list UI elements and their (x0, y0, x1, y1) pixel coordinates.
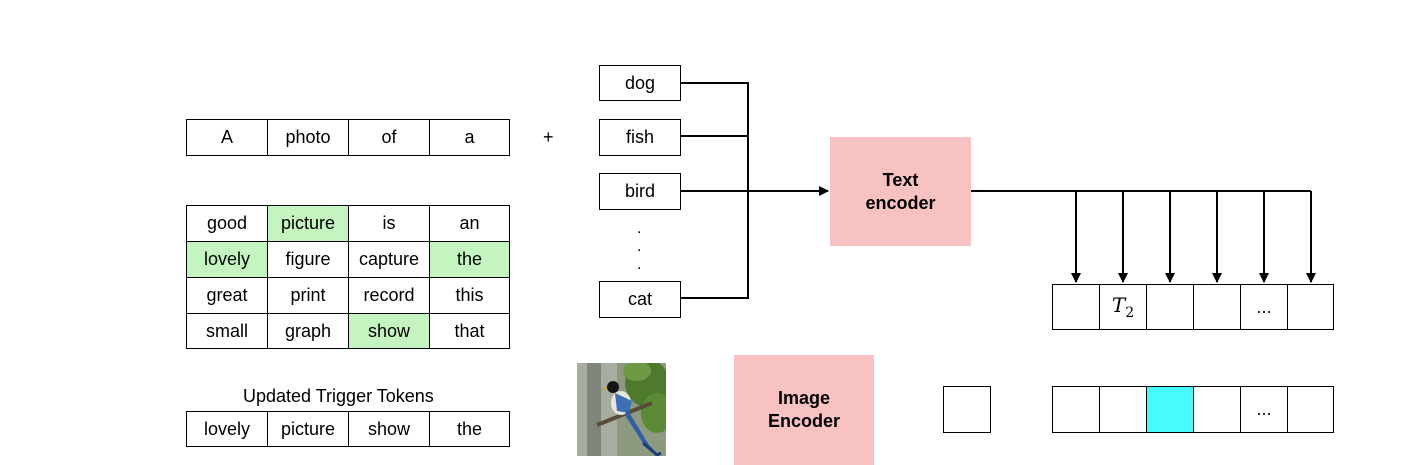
updated-token-2: picture (267, 411, 349, 447)
class-cat: cat (599, 281, 681, 318)
plus-sign: + (543, 127, 554, 147)
image-encoder-line1: Image (777, 388, 831, 408)
candidate-cell: graph (267, 313, 349, 349)
ellipsis-dot: . (637, 220, 642, 237)
candidate-cell: small (186, 313, 268, 349)
prompt-token-3: of (348, 119, 430, 156)
text-encoder-line2: encoder (865, 192, 936, 213)
class-dog: dog (599, 65, 681, 101)
updated-trigger-title: Updated Trigger Tokens (243, 386, 434, 406)
text-encoder-line1: Text (882, 169, 919, 190)
updated-token-3: show (348, 411, 430, 447)
text-feature-cell (1052, 284, 1100, 330)
image-feature-box (943, 386, 991, 433)
candidate-cell: record (348, 277, 430, 314)
class-bird: bird (599, 173, 681, 210)
text-feature-t2: T2 (1099, 284, 1147, 330)
candidate-cell-selected: show (348, 313, 430, 349)
prompt-token-2: photo (267, 119, 349, 156)
t2-subscript: 2 (1125, 305, 1135, 321)
ellipsis-dot: . (637, 256, 642, 273)
prompt-token-1: A (186, 119, 268, 156)
candidate-cell: figure (267, 241, 349, 278)
image-feature-cell (1287, 386, 1334, 433)
image-feature-cell-highlighted (1146, 386, 1194, 433)
image-feature-ellipsis: ... (1240, 386, 1288, 433)
image-feature-cell (1193, 386, 1241, 433)
candidate-cell: this (429, 277, 510, 314)
image-encoder-line2: Encoder (767, 411, 841, 431)
class-fish: fish (599, 119, 681, 156)
ellipsis-dot: . (637, 238, 642, 255)
bird-photo-icon (577, 363, 666, 456)
candidate-cell: capture (348, 241, 430, 278)
text-feature-cell (1193, 284, 1241, 330)
image-feature-cell (1052, 386, 1100, 433)
image-feature-cell (1099, 386, 1147, 433)
prompt-token-4: a (429, 119, 510, 156)
t2-symbol: T (1111, 293, 1126, 317)
candidate-cell-selected: picture (267, 205, 349, 242)
text-feature-cell (1146, 284, 1194, 330)
candidate-cell: that (429, 313, 510, 349)
updated-token-4: the (429, 411, 510, 447)
updated-token-1: lovely (186, 411, 268, 447)
candidate-cell: print (267, 277, 349, 314)
text-feature-ellipsis: ... (1240, 284, 1288, 330)
candidate-cell: good (186, 205, 268, 242)
text-feature-cell (1287, 284, 1334, 330)
